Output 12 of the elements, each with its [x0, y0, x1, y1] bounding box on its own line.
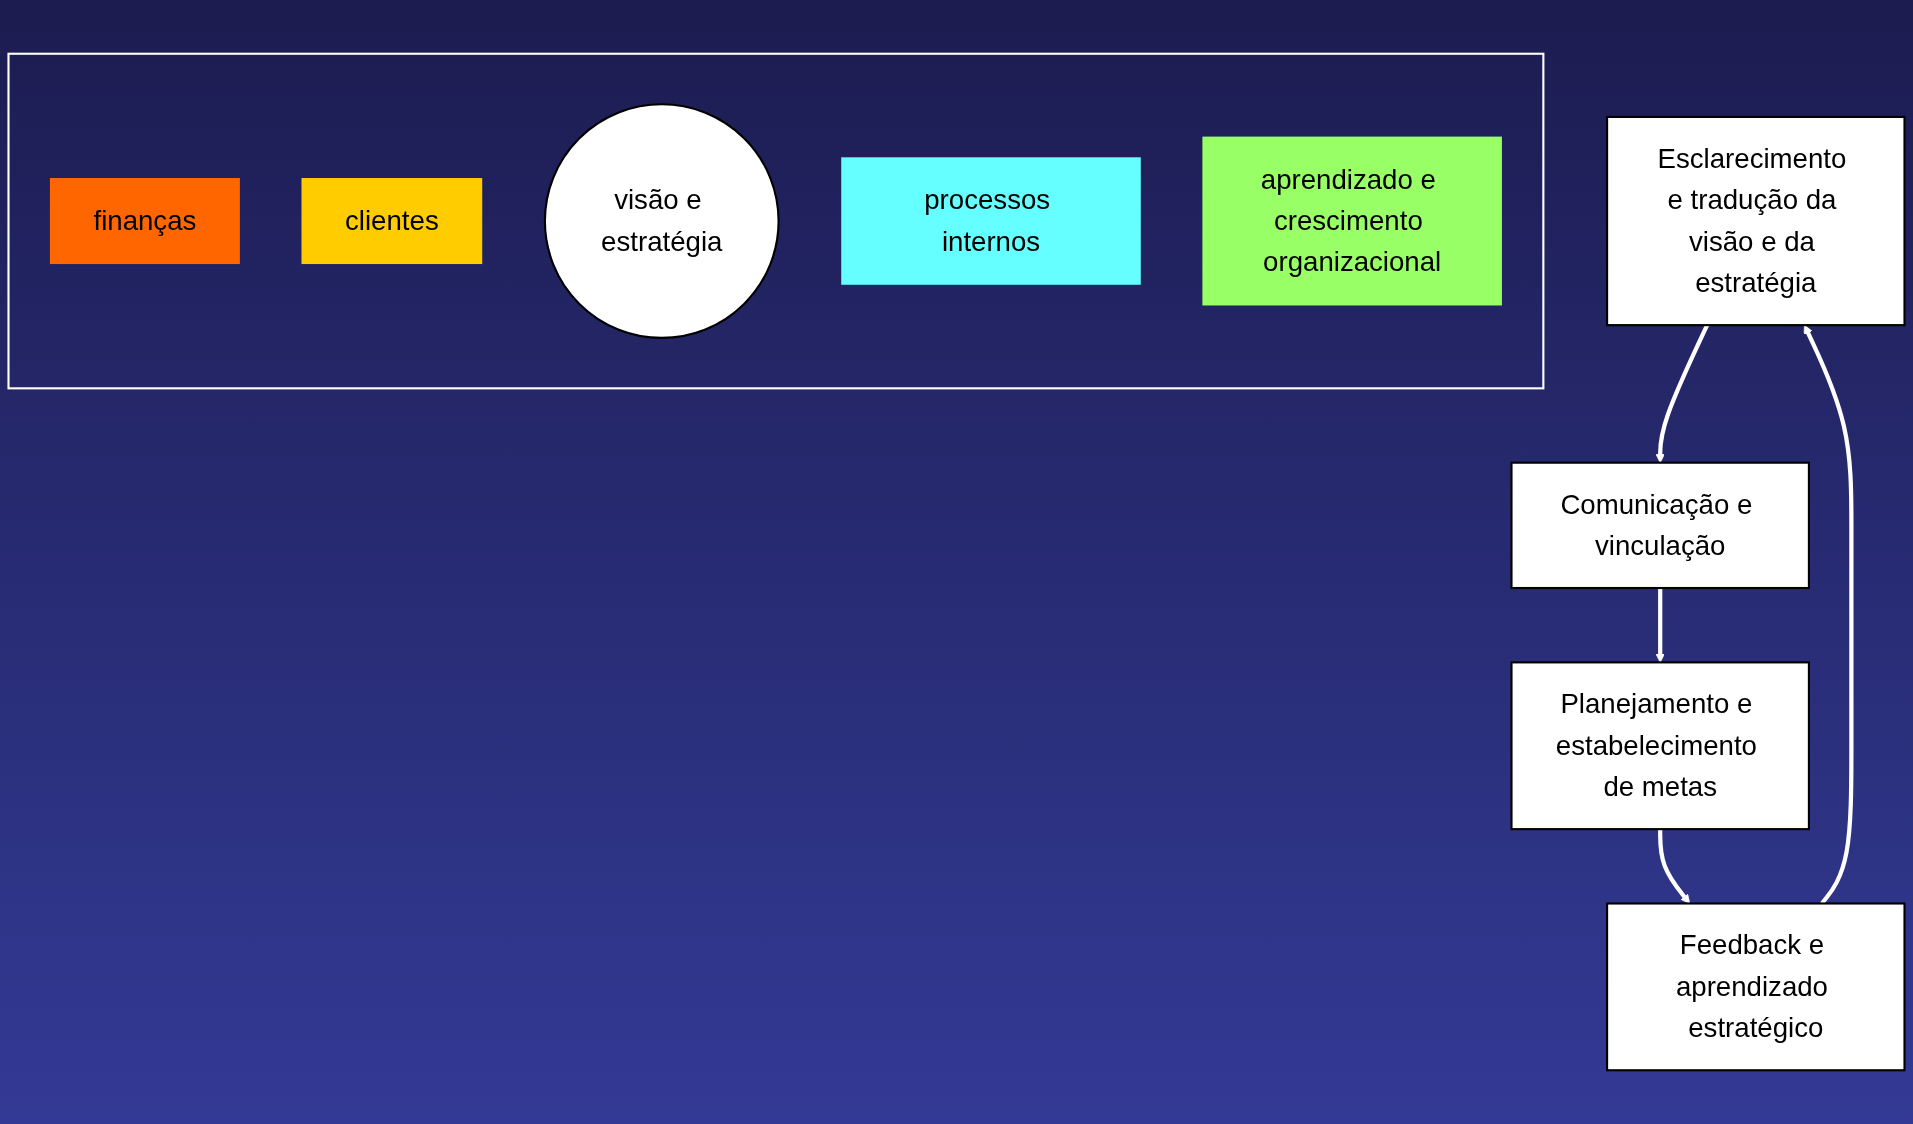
node-box: aprendizado e crescimento organizacional — [1202, 136, 1502, 306]
node-box: Comunicação e vinculação — [1510, 461, 1810, 590]
node-box: processos internos — [841, 157, 1141, 285]
node-box: clientes — [301, 178, 483, 265]
arrow — [1658, 829, 1691, 904]
node-box: Esclarecimento e tradução da visão e da estratégia — [1606, 115, 1906, 327]
node-box: finanças — [49, 178, 240, 265]
cluster — [7, 52, 1545, 390]
arrow — [1655, 588, 1665, 663]
node-box: Planejamento e estabelecimento de metas — [1510, 661, 1810, 831]
node-box: Feedback e aprendizado estratégico — [1606, 902, 1906, 1072]
node-circle: visão e estratégia — [543, 103, 780, 339]
